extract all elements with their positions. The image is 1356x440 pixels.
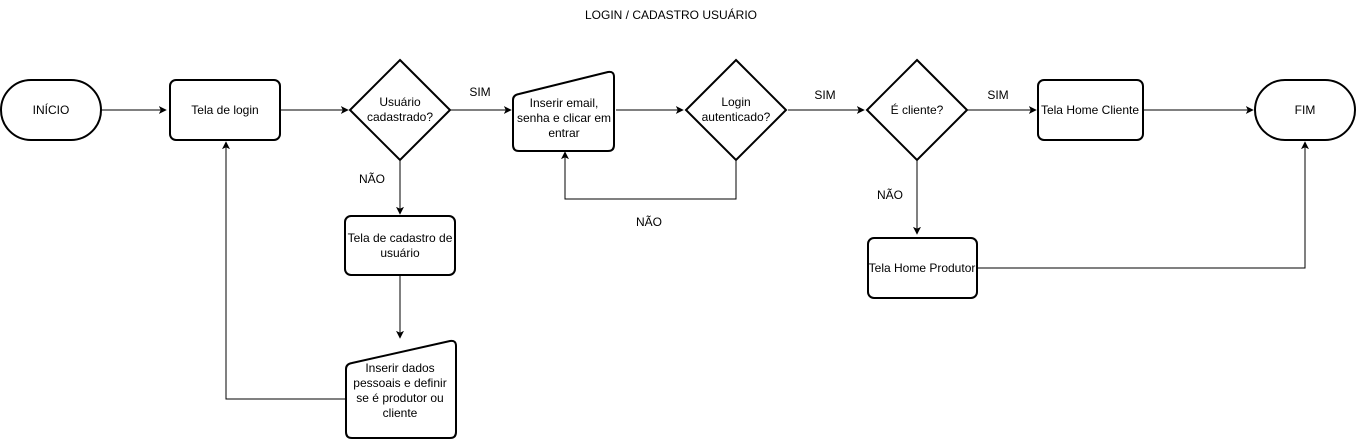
node-label: Tela Home Produtor: [869, 261, 976, 275]
edge-autenticado-nao: [561, 151, 737, 200]
node-label-line: Login: [721, 95, 750, 109]
manual-input-shape: [345, 339, 457, 439]
node-label: INÍCIO: [33, 102, 70, 117]
process-shape: [344, 215, 456, 276]
decision-shape: [865, 58, 969, 162]
node-label-line: autenticado?: [702, 110, 771, 124]
node-label-line: usuário: [380, 246, 420, 260]
node-inserir-dados[interactable]: Inserir dados pessoais e definir se é pr…: [345, 339, 457, 439]
node-inserir-email[interactable]: Inserir email, senha e clicar em entrar: [512, 70, 615, 152]
node-login-autenticado[interactable]: Login autenticado?: [684, 58, 788, 162]
terminator-shape: [0, 79, 102, 141]
edge-homeprodutor-to-fim: [977, 141, 1309, 269]
edge-label-nao: NÃO: [877, 188, 903, 202]
node-label: Tela de login: [191, 103, 258, 117]
node-label-line: cadastrado?: [367, 110, 433, 124]
edge-label-nao: NÃO: [636, 215, 662, 229]
process-shape: [169, 79, 281, 141]
diagram-title: LOGIN / CADASTRO USUÁRIO: [585, 7, 757, 22]
node-usuario-cadastrado[interactable]: Usuário cadastrado?: [348, 58, 452, 162]
node-e-cliente[interactable]: É cliente?: [865, 58, 969, 162]
node-home-produtor[interactable]: Tela Home Produtor: [867, 237, 978, 299]
node-label: Tela Home Cliente: [1041, 103, 1139, 117]
edge-label-sim: SIM: [469, 85, 490, 99]
node-label-line: senha e clicar em: [517, 111, 611, 125]
node-tela-cadastro[interactable]: Tela de cadastro de usuário: [344, 215, 456, 276]
edges: [101, 106, 1309, 400]
decision-shape: [348, 58, 452, 162]
edge-label-nao: NÃO: [359, 172, 385, 186]
node-fim[interactable]: FIM: [1254, 79, 1356, 141]
edge-label-sim: SIM: [814, 88, 835, 102]
edge-dados-to-login: [222, 141, 346, 400]
node-label-line: Usuário: [379, 95, 421, 109]
node-label: FIM: [1295, 103, 1316, 117]
edge-label-sim: SIM: [987, 88, 1008, 102]
node-label-line: se é produtor ou: [356, 391, 443, 405]
process-shape: [1037, 79, 1144, 141]
node-tela-login[interactable]: Tela de login: [169, 79, 281, 141]
node-label-line: cliente: [383, 406, 418, 420]
node-home-cliente[interactable]: Tela Home Cliente: [1037, 79, 1144, 141]
manual-input-shape: [512, 70, 615, 152]
decision-shape: [684, 58, 788, 162]
node-label-line: Inserir email,: [530, 96, 599, 110]
node-label: É cliente?: [891, 102, 944, 117]
node-label-line: Inserir dados: [365, 361, 434, 375]
node-label-line: pessoais e definir: [353, 376, 446, 390]
process-shape: [867, 237, 978, 299]
terminator-shape: [1254, 79, 1356, 141]
node-label-line: entrar: [548, 126, 579, 140]
node-label-line: Tela de cadastro de: [348, 231, 453, 245]
node-inicio[interactable]: INÍCIO: [0, 79, 102, 141]
